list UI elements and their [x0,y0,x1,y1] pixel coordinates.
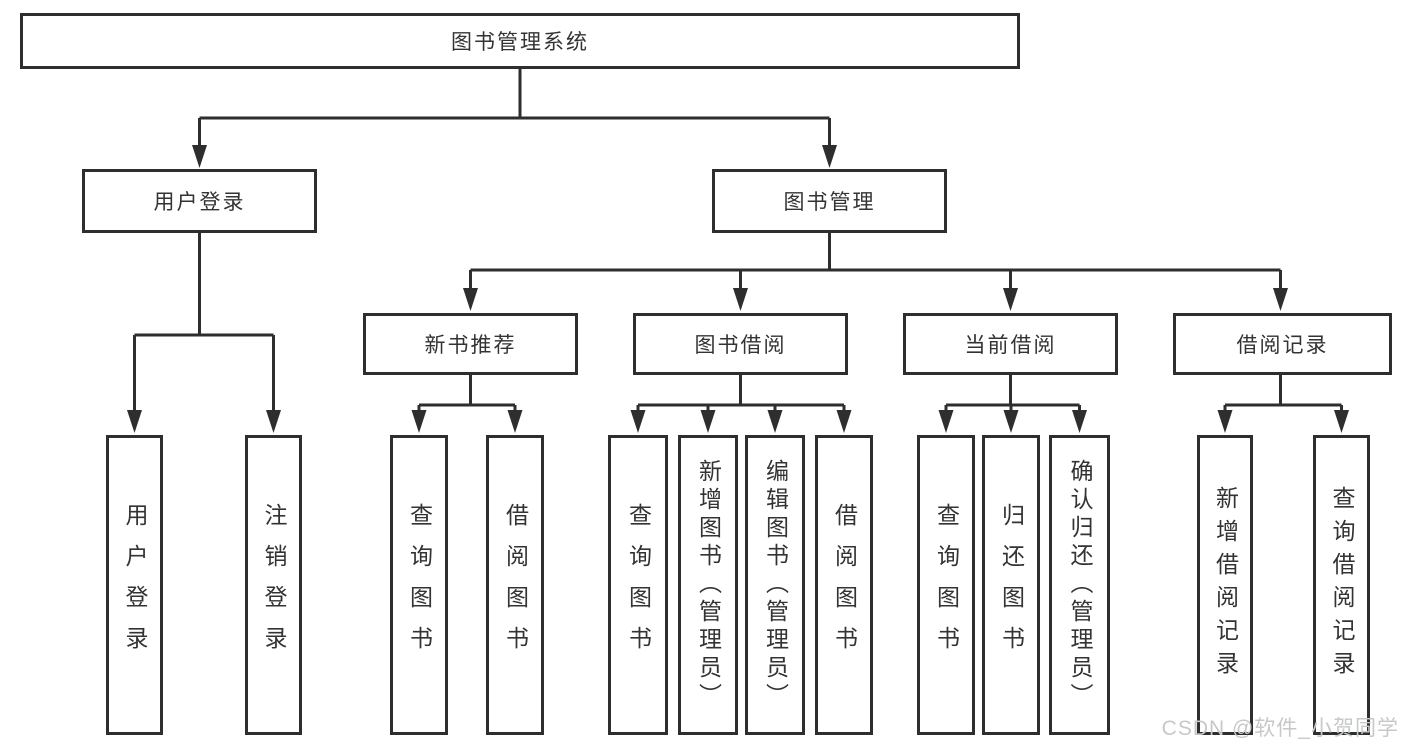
node-label: 归还图书 [998,503,1025,667]
node-label: 注销登录 [261,503,287,667]
node-book-management: 图书管理 [712,169,947,233]
node-logout-leaf: 注销登录 [245,435,302,735]
connector-borrow-records-children [1217,375,1349,433]
connector-current-borrow-children [938,375,1087,433]
arrowhead [192,145,207,168]
watermark-text: CSDN @软件_小贺同学 [1161,717,1399,740]
node-return-books: 归还图书 [982,435,1040,735]
arrowhead [127,410,142,433]
node-label: 借阅图书 [831,503,858,667]
node-user-login-leaf: 用户登录 [106,435,163,735]
arrowhead [1217,410,1233,433]
node-label: 查询借阅记录 [1329,486,1355,684]
arrowhead [1273,288,1288,311]
node-label: 新书推荐 [424,334,517,357]
arrowhead [463,288,478,311]
node-label: 查询图书 [933,503,960,667]
node-add-borrow-record: 新增借阅记录 [1197,435,1253,735]
node-query-borrow-record: 查询借阅记录 [1313,435,1370,735]
arrowhead [630,410,646,433]
node-label: 图书借阅 [694,334,787,357]
arrowhead [836,410,852,433]
arrowhead [1334,410,1349,433]
node-query-books-recommend: 查询图书 [390,435,448,735]
node-label: 借阅记录 [1236,334,1329,357]
node-label: 图书管理 [783,191,876,214]
node-label: 用户登录 [122,503,148,667]
node-query-books-current: 查询图书 [917,435,975,735]
node-user-login: 用户登录 [82,169,317,233]
node-borrow-records: 借阅记录 [1173,313,1392,375]
arrowhead [411,410,427,433]
arrowhead [507,410,523,433]
arrowhead [1072,410,1087,433]
connector-new-book-recommend-children [411,375,523,433]
node-new-book-recommend: 新书推荐 [363,313,578,375]
node-label: 确认归还（管理员） [1067,459,1093,711]
node-label: 查询图书 [406,503,433,667]
node-label: 借阅图书 [502,503,529,667]
arrowhead [938,410,954,433]
node-add-book-admin: 新增图书（管理员） [678,435,738,735]
arrowhead [733,288,748,311]
node-label: 新增图书（管理员） [695,459,722,711]
node-label: 图书管理系统 [451,31,589,54]
node-current-borrow: 当前借阅 [903,313,1118,375]
connector-user-login-children [127,233,281,433]
node-query-books-borrow: 查询图书 [608,435,668,735]
connector-book-management-children [463,233,1288,311]
node-label: 编辑图书（管理员） [762,459,789,711]
node-borrow-books-recommend: 借阅图书 [486,435,544,735]
node-label: 查询图书 [625,503,652,667]
node-borrow-books-leaf: 借阅图书 [815,435,873,735]
arrowhead [1003,288,1018,311]
node-library-system: 图书管理系统 [20,13,1020,69]
arrowhead [1003,410,1019,433]
arrowhead [700,410,716,433]
arrowhead [266,410,281,433]
node-book-borrow: 图书借阅 [633,313,848,375]
arrowhead [822,145,837,168]
connector-root-to-level2 [192,69,837,168]
node-edit-book-admin: 编辑图书（管理员） [745,435,805,735]
node-label: 用户登录 [153,191,246,214]
node-label: 新增借阅记录 [1212,486,1239,684]
connector-book-borrow-children [630,375,852,433]
node-label: 当前借阅 [964,334,1057,357]
node-confirm-return-admin: 确认归还（管理员） [1049,435,1110,735]
arrowhead [767,410,783,433]
